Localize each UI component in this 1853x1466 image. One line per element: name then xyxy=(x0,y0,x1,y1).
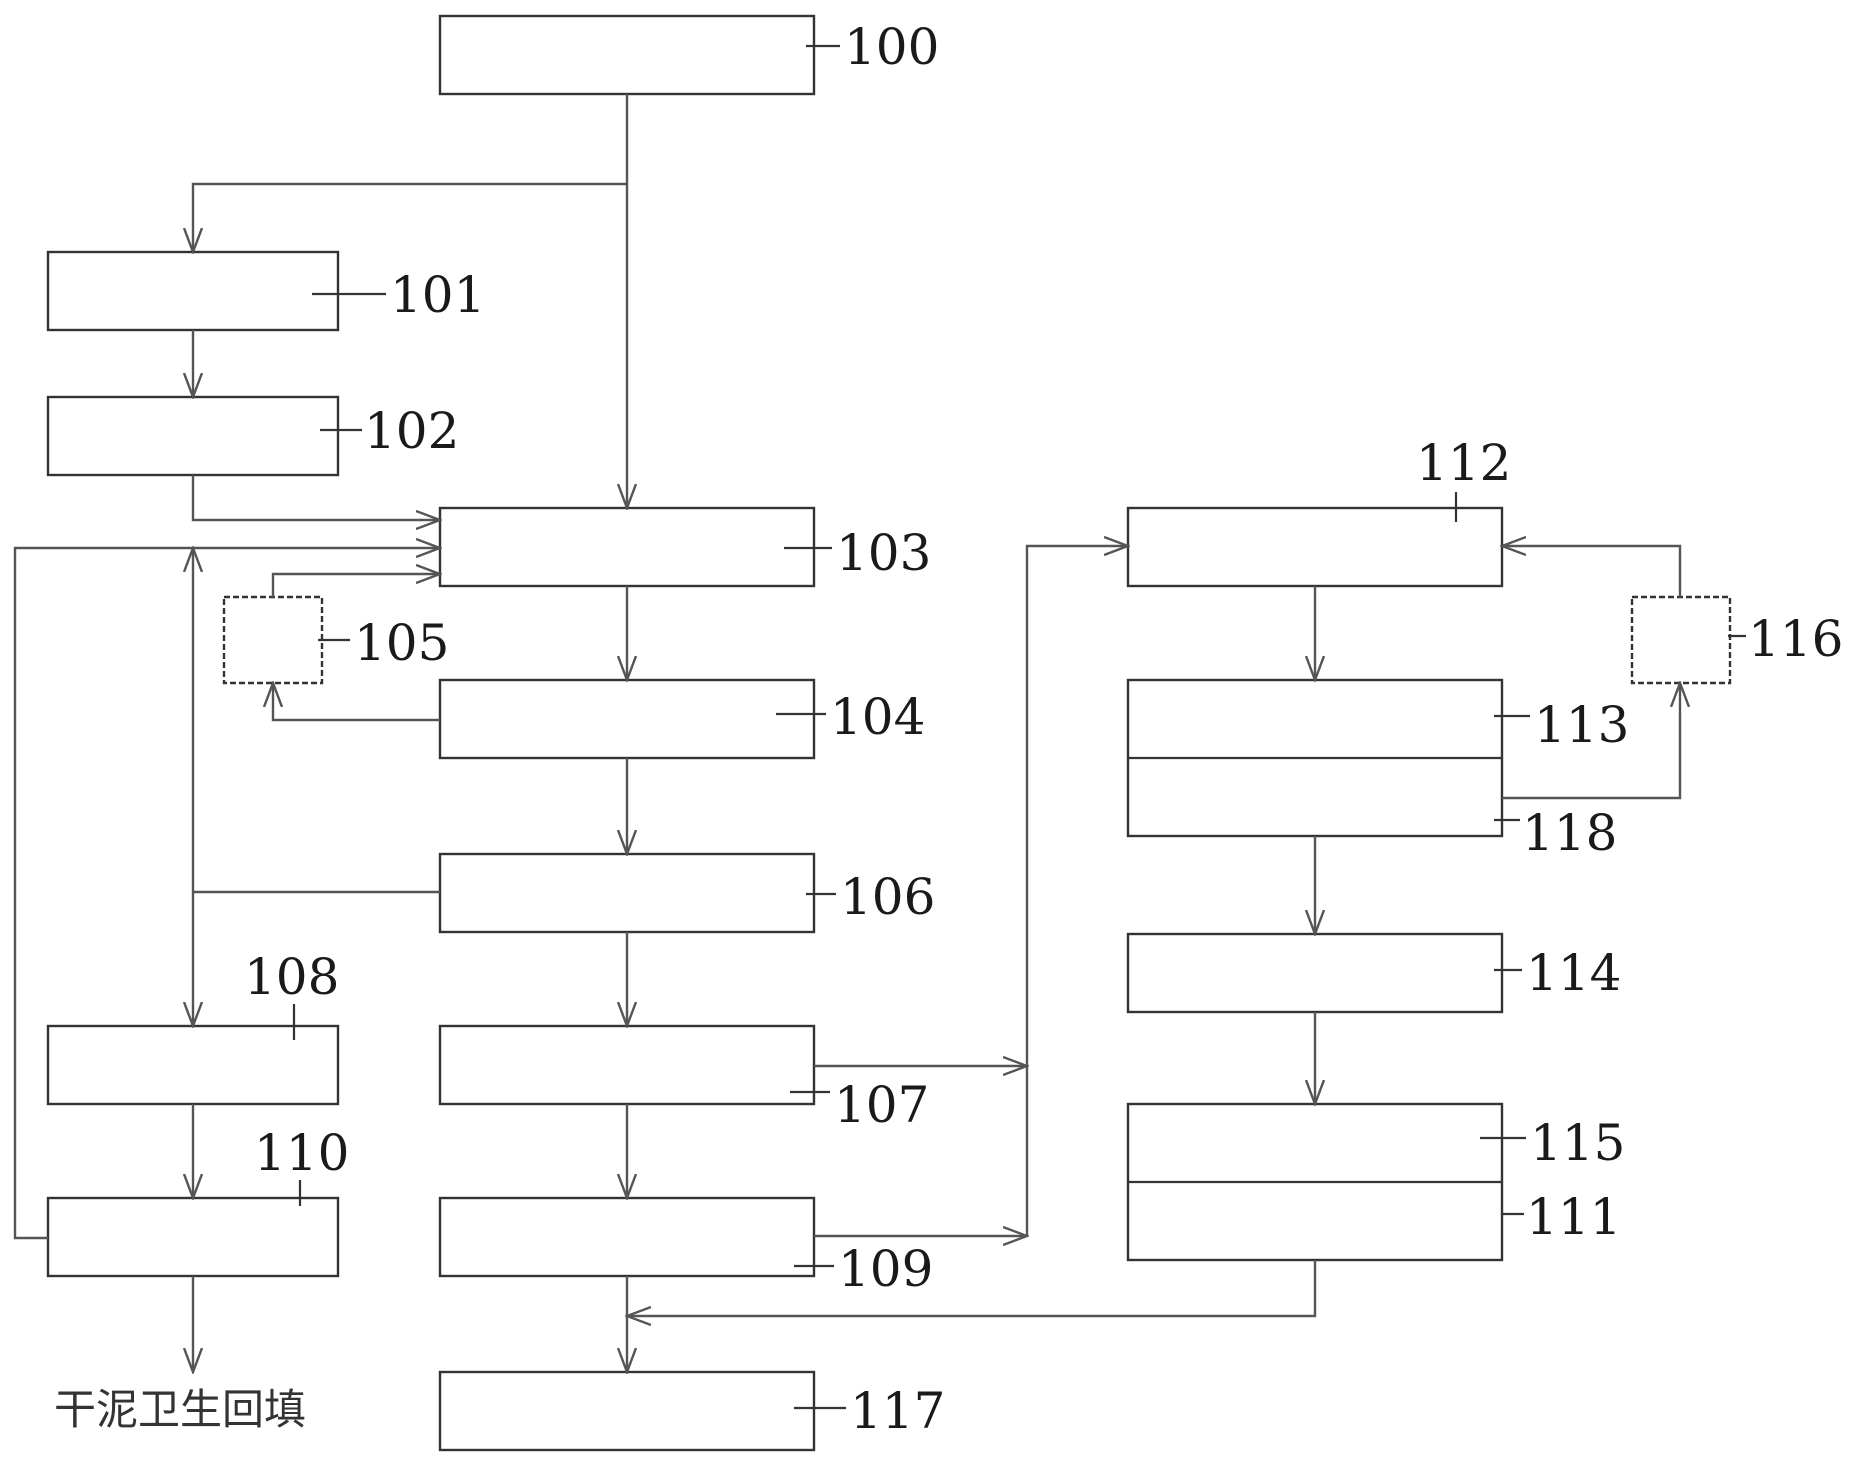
box-105 xyxy=(222,595,324,685)
arrow-116-to-112 xyxy=(1502,546,1682,597)
box-110 xyxy=(46,1196,340,1278)
label-115: 115 xyxy=(1530,1114,1625,1172)
box-107 xyxy=(438,1024,816,1106)
arrow-104-to-105 xyxy=(273,683,440,722)
box-109 xyxy=(438,1196,816,1278)
label-112: 112 xyxy=(1416,434,1511,492)
box-103 xyxy=(438,506,816,588)
label-109: 109 xyxy=(838,1240,933,1298)
box-112 xyxy=(1126,506,1504,588)
label-105: 105 xyxy=(354,614,449,672)
arrow-105-to-103 xyxy=(271,574,440,597)
box-101 xyxy=(46,250,340,332)
arrow-100-to-101 xyxy=(193,182,627,252)
box-116 xyxy=(1630,595,1732,685)
label-113: 113 xyxy=(1534,696,1629,754)
arrow-collector-to-112 xyxy=(1025,546,1128,1236)
arrow-118-to-116 xyxy=(1502,683,1680,800)
label-110: 110 xyxy=(254,1124,349,1182)
label-116: 116 xyxy=(1748,610,1843,668)
arrow-110-to-103 xyxy=(13,548,440,1240)
box-117 xyxy=(438,1370,816,1452)
label-103: 103 xyxy=(836,524,931,582)
label-108: 108 xyxy=(244,948,339,1006)
label-106: 106 xyxy=(840,868,935,926)
label-111: 111 xyxy=(1526,1188,1621,1246)
box-104 xyxy=(438,678,816,760)
label-107: 107 xyxy=(834,1076,929,1134)
box-106 xyxy=(438,852,816,934)
label-114: 114 xyxy=(1526,944,1621,1002)
caption-dry-mud-backfill: 干泥卫生回填 xyxy=(54,1385,306,1434)
box-108 xyxy=(46,1024,340,1106)
label-102: 102 xyxy=(364,402,459,460)
box-114 xyxy=(1126,932,1504,1014)
box-102 xyxy=(46,395,340,477)
label-101: 101 xyxy=(390,266,485,324)
label-104: 104 xyxy=(830,688,925,746)
label-117: 117 xyxy=(850,1382,945,1440)
arrow-111-to-117 xyxy=(627,1260,1317,1316)
arrow-102-to-103 xyxy=(191,475,440,520)
label-100: 100 xyxy=(844,18,939,76)
box-100 xyxy=(438,14,816,96)
label-118: 118 xyxy=(1522,804,1617,862)
